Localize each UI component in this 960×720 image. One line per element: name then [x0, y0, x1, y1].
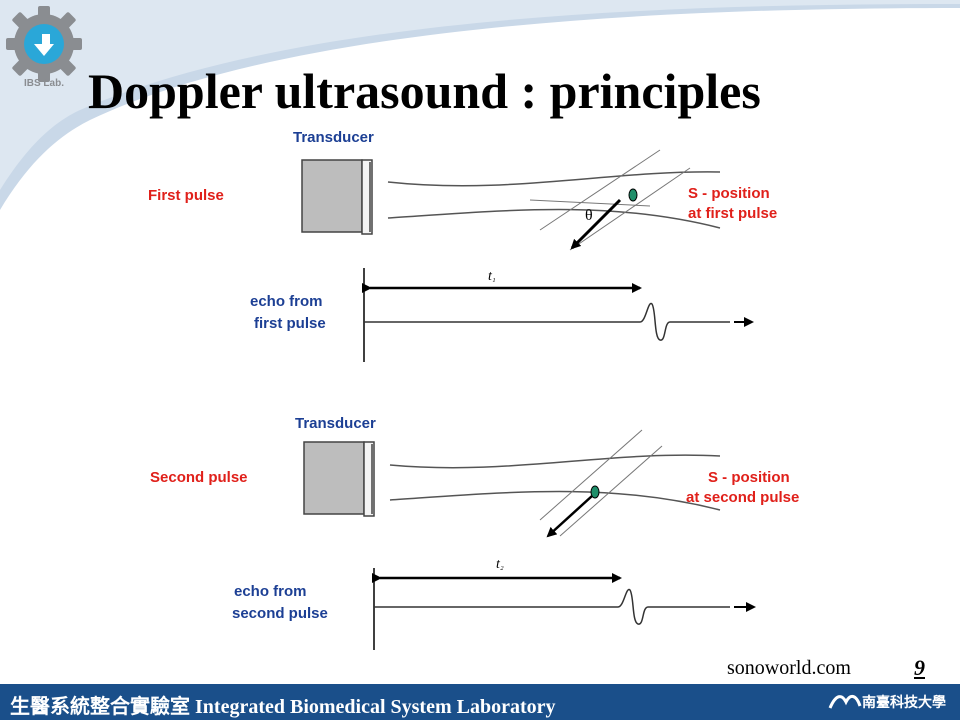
- gear-icon: [6, 6, 82, 82]
- first-pulse-panel: Transducer First pulse θ S - position at…: [148, 129, 777, 362]
- flow-arrow: [546, 495, 593, 538]
- vessel-wall-3: [529, 199, 651, 207]
- echo-label-1: echo from: [234, 583, 307, 600]
- transducer-icon: [303, 441, 375, 517]
- flow-arrow: [570, 198, 622, 250]
- echo-label-2: second pulse: [232, 605, 328, 622]
- beam-upper-line: [389, 454, 721, 469]
- echo-label-1: echo from: [250, 293, 323, 310]
- echo-waveform: [364, 302, 730, 341]
- position-label-2: at first pulse: [688, 205, 777, 222]
- time-label: t₂: [496, 557, 504, 572]
- transducer-icon: [301, 159, 373, 235]
- vessel-wall-2: [569, 167, 691, 251]
- echo-label-2: first pulse: [254, 315, 326, 332]
- university-logo-text: 南臺科技大學: [862, 694, 946, 711]
- footer-chinese-name: 生醫系統整合實驗室: [10, 696, 190, 718]
- vessel-wall-2: [559, 445, 663, 537]
- position-label-1: S - position: [708, 469, 790, 486]
- source-credit: sonoworld.com: [727, 657, 851, 679]
- angle-label: θ: [585, 207, 593, 224]
- vessel-wall-1: [539, 429, 643, 521]
- footer-text: 生醫系統整合實驗室 Integrated Biomedical System L…: [10, 690, 556, 719]
- beam-lower-line: [389, 490, 721, 511]
- transducer-label: Transducer: [295, 415, 376, 432]
- ibs-lab-logo: IBS Lab.: [6, 6, 82, 88]
- footer-english-name: Integrated Biomedical System Laboratory: [195, 696, 556, 718]
- pulse-label: Second pulse: [150, 469, 248, 486]
- beam-lower-line: [387, 208, 721, 229]
- time-label: t₁: [488, 269, 496, 284]
- second-pulse-panel: Transducer Second pulse S - position at …: [150, 415, 799, 650]
- slide-title: Doppler ultrasound : principles: [88, 63, 761, 119]
- vessel-wall-1: [539, 149, 661, 231]
- doppler-diagram: Transducer First pulse θ S - position at…: [148, 129, 799, 650]
- position-label-2: at second pulse: [686, 489, 799, 506]
- page-number: 9: [914, 655, 925, 680]
- blood-cell-marker: [628, 188, 638, 202]
- echo-waveform: [374, 588, 730, 625]
- blood-cell-marker: [590, 485, 600, 499]
- beam-upper-line: [387, 171, 721, 187]
- background-swoosh: [0, 0, 960, 210]
- footer-bar: 生醫系統整合實驗室 Integrated Biomedical System L…: [0, 684, 960, 720]
- position-label-1: S - position: [688, 185, 770, 202]
- university-logo: 南臺科技大學: [828, 694, 946, 711]
- pulse-label: First pulse: [148, 187, 224, 204]
- transducer-label: Transducer: [293, 129, 374, 146]
- logo-text: IBS Lab.: [24, 78, 64, 88]
